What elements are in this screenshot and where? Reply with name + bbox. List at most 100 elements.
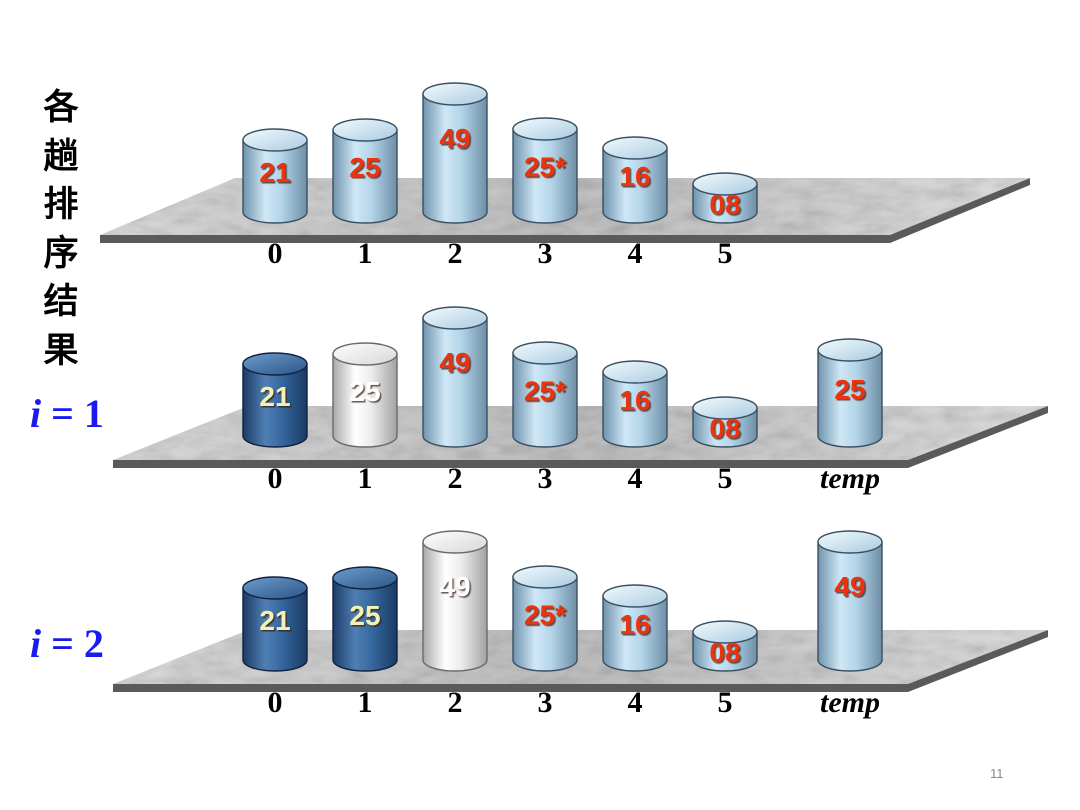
- title-char: 各: [43, 88, 79, 128]
- row-label-eq: = 1: [41, 391, 104, 436]
- title-char: 序: [43, 233, 79, 274]
- cylinder-slot-0: 21: [242, 576, 308, 672]
- cylinder-slot-2: 49: [422, 306, 488, 448]
- cylinder-body: [817, 349, 883, 448]
- cylinder-body: [242, 139, 308, 224]
- index-label: 0: [268, 462, 283, 495]
- temp-label: temp: [820, 686, 880, 719]
- cylinder-top: [242, 576, 308, 600]
- cylinder-top: [422, 82, 488, 106]
- cylinder-value: 25*: [524, 376, 566, 407]
- cylinder-body: [512, 576, 578, 672]
- cylinder-body: [422, 541, 488, 672]
- index-label: 1: [358, 462, 373, 495]
- cylinder-top: [602, 360, 668, 384]
- cylinder-slot-3: 25*: [512, 117, 578, 224]
- cylinder-slot-3: 25*: [512, 341, 578, 448]
- cylinder-top: [602, 584, 668, 608]
- cylinder-value: 08: [709, 637, 740, 668]
- cylinder-slot-1: 25: [332, 118, 398, 224]
- row-label-var: i: [30, 621, 42, 666]
- cylinder-slot-0: 21: [242, 352, 308, 448]
- cylinder-top: [692, 396, 758, 420]
- index-label: 4: [628, 686, 643, 719]
- cylinder-slot-4: 16: [602, 584, 668, 672]
- cylinder-value: 49: [439, 123, 470, 154]
- cylinder-top: [422, 306, 488, 330]
- cylinder-top: [332, 566, 398, 590]
- index-label: 0: [268, 686, 283, 719]
- cylinder-top: [332, 342, 398, 366]
- row-label-var: i: [30, 391, 42, 436]
- cylinder-value: 25: [834, 374, 865, 405]
- cylinder-body: [512, 352, 578, 448]
- cylinder-body: [602, 595, 668, 672]
- index-label: 4: [628, 237, 643, 270]
- cylinder-body: [242, 363, 308, 448]
- index-label: 2: [448, 462, 463, 495]
- cylinder-value: 21: [259, 381, 290, 412]
- cylinder-value: 21: [259, 605, 290, 636]
- cylinder-value: 16: [619, 609, 650, 640]
- cylinder-value: 49: [439, 347, 470, 378]
- row-label-eq: = 2: [41, 621, 104, 666]
- index-label: 5: [718, 462, 733, 495]
- cylinder-value: 16: [619, 161, 650, 192]
- cylinder-temp: 25: [817, 338, 883, 448]
- cylinder-body: [602, 371, 668, 448]
- cylinder-top: [512, 117, 578, 141]
- cylinder-body: [422, 93, 488, 224]
- cylinder-value: 25: [349, 600, 380, 631]
- cylinder-top: [242, 352, 308, 376]
- index-label: 4: [628, 462, 643, 495]
- platform-edge: [100, 178, 1030, 243]
- index-label: 3: [538, 686, 553, 719]
- cylinder-body: [332, 353, 398, 448]
- platform-edge: [113, 406, 1048, 468]
- cylinder-body: [602, 147, 668, 224]
- cylinder-body: [817, 541, 883, 672]
- cylinder-value: 25*: [524, 600, 566, 631]
- cylinder-slot-5: 08: [692, 620, 758, 672]
- cylinder-body: [242, 587, 308, 672]
- title-char: 排: [43, 185, 79, 225]
- index-label: 3: [538, 237, 553, 270]
- cylinder-slot-1: 25: [332, 342, 398, 448]
- temp-label: temp: [820, 462, 880, 495]
- cylinder-value: 25: [349, 376, 380, 407]
- cylinder-temp: 49: [817, 530, 883, 672]
- title-char: 果: [43, 330, 79, 371]
- cylinder-body: [512, 128, 578, 224]
- cylinder-value: 25*: [524, 152, 566, 183]
- cylinder-top: [602, 136, 668, 160]
- platform-edge: [113, 630, 1048, 692]
- cylinder-top: [422, 530, 488, 554]
- cylinder-value: 21: [259, 157, 290, 188]
- cylinder-top: [512, 565, 578, 589]
- cylinder-top: [332, 118, 398, 142]
- cylinder-value: 08: [709, 413, 740, 444]
- index-label: 2: [448, 237, 463, 270]
- index-label: 1: [358, 237, 373, 270]
- cylinder-top: [692, 172, 758, 196]
- index-label: 2: [448, 686, 463, 719]
- cylinder-slot-2: 49: [422, 82, 488, 224]
- cylinder-slot-5: 08: [692, 396, 758, 448]
- cylinder-body: [332, 577, 398, 672]
- cylinder-body: [332, 129, 398, 224]
- cylinder-value: 49: [439, 571, 470, 602]
- cylinder-top: [817, 530, 883, 554]
- cylinder-value: 25: [349, 152, 380, 183]
- index-label: 5: [718, 686, 733, 719]
- row-label-i2: i = 2: [30, 620, 104, 667]
- index-label: 0: [268, 237, 283, 270]
- index-label: 5: [718, 237, 733, 270]
- title-char: 结: [43, 282, 79, 322]
- index-label: 3: [538, 462, 553, 495]
- cylinder-value: 16: [619, 385, 650, 416]
- cylinder-value: 49: [834, 571, 865, 602]
- vertical-title: 各趟排序结果: [34, 84, 88, 375]
- cylinder-top: [692, 620, 758, 644]
- cylinder-top: [242, 128, 308, 152]
